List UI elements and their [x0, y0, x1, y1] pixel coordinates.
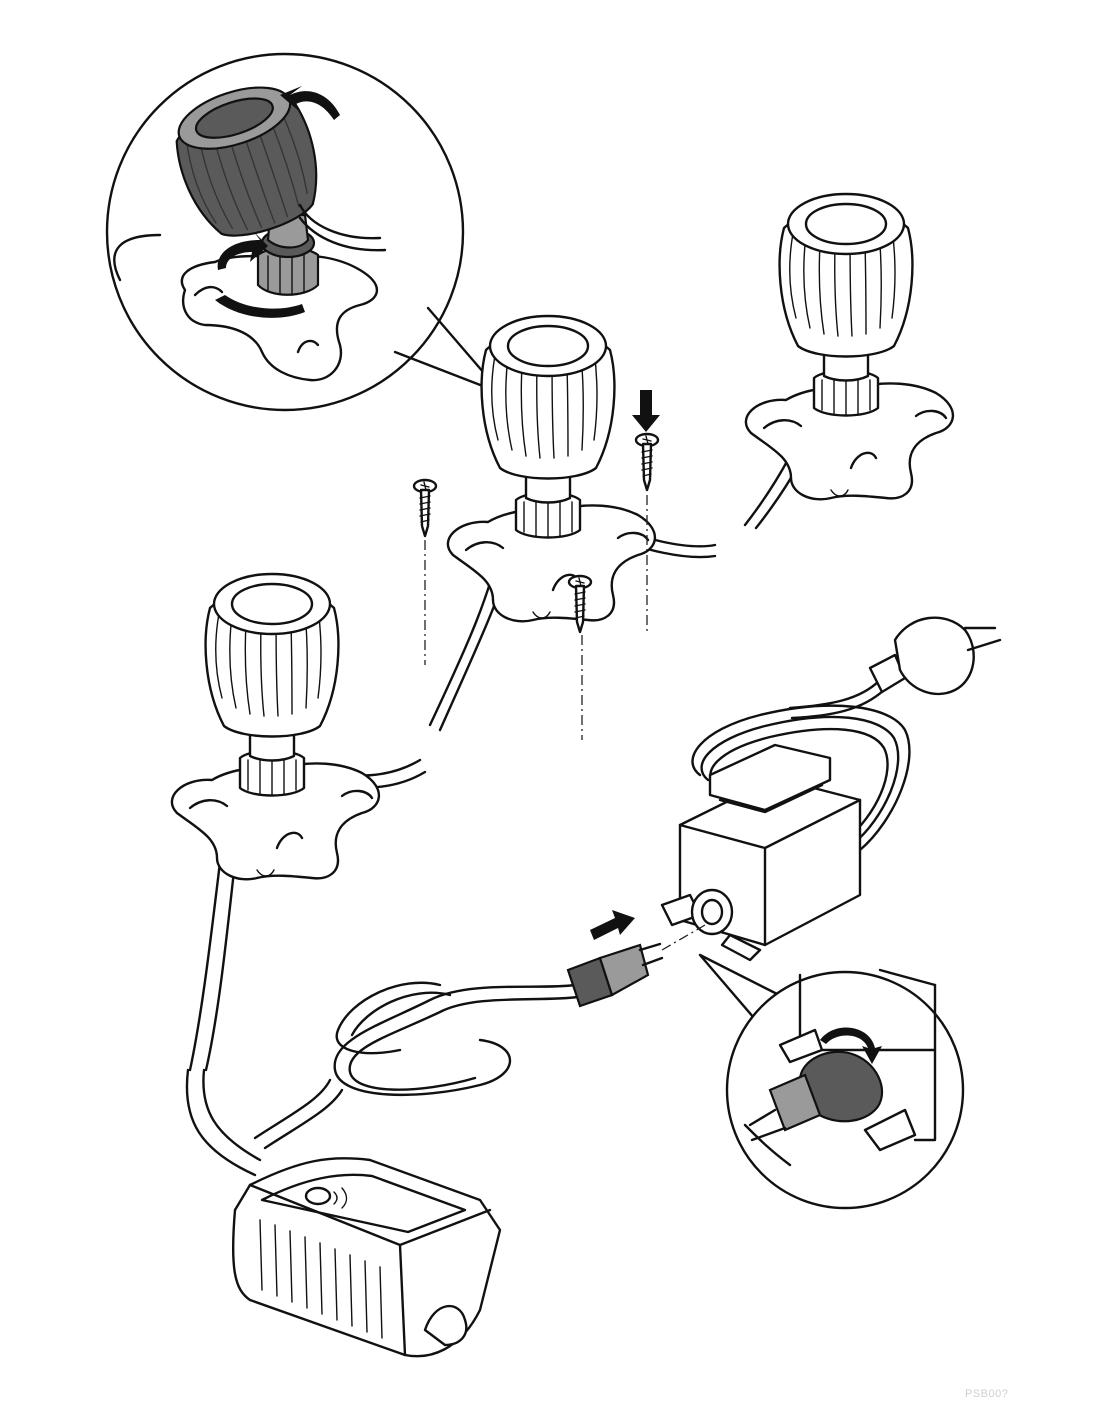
remote-controller-box — [232, 1157, 502, 1358]
spotlight-left — [172, 574, 379, 879]
screw-icon — [412, 478, 438, 538]
figure-code: PSB00? — [965, 1388, 1009, 1400]
inset-attach-head — [105, 52, 465, 412]
spotlight-right — [746, 194, 953, 499]
transformer — [660, 616, 1002, 962]
inset-pointer-lines — [393, 306, 492, 390]
right-arrow-icon — [590, 910, 635, 940]
rotate-arrow-icon — [217, 232, 268, 270]
screw-icon — [634, 432, 660, 492]
spotlight-center — [448, 316, 655, 621]
rotate-arrow-icon — [280, 86, 340, 120]
down-arrow-icon — [632, 390, 660, 432]
connector-cable — [253, 910, 706, 1150]
rotate-arrow-icon — [820, 1027, 882, 1064]
inset-connector-tighten — [698, 953, 965, 1210]
